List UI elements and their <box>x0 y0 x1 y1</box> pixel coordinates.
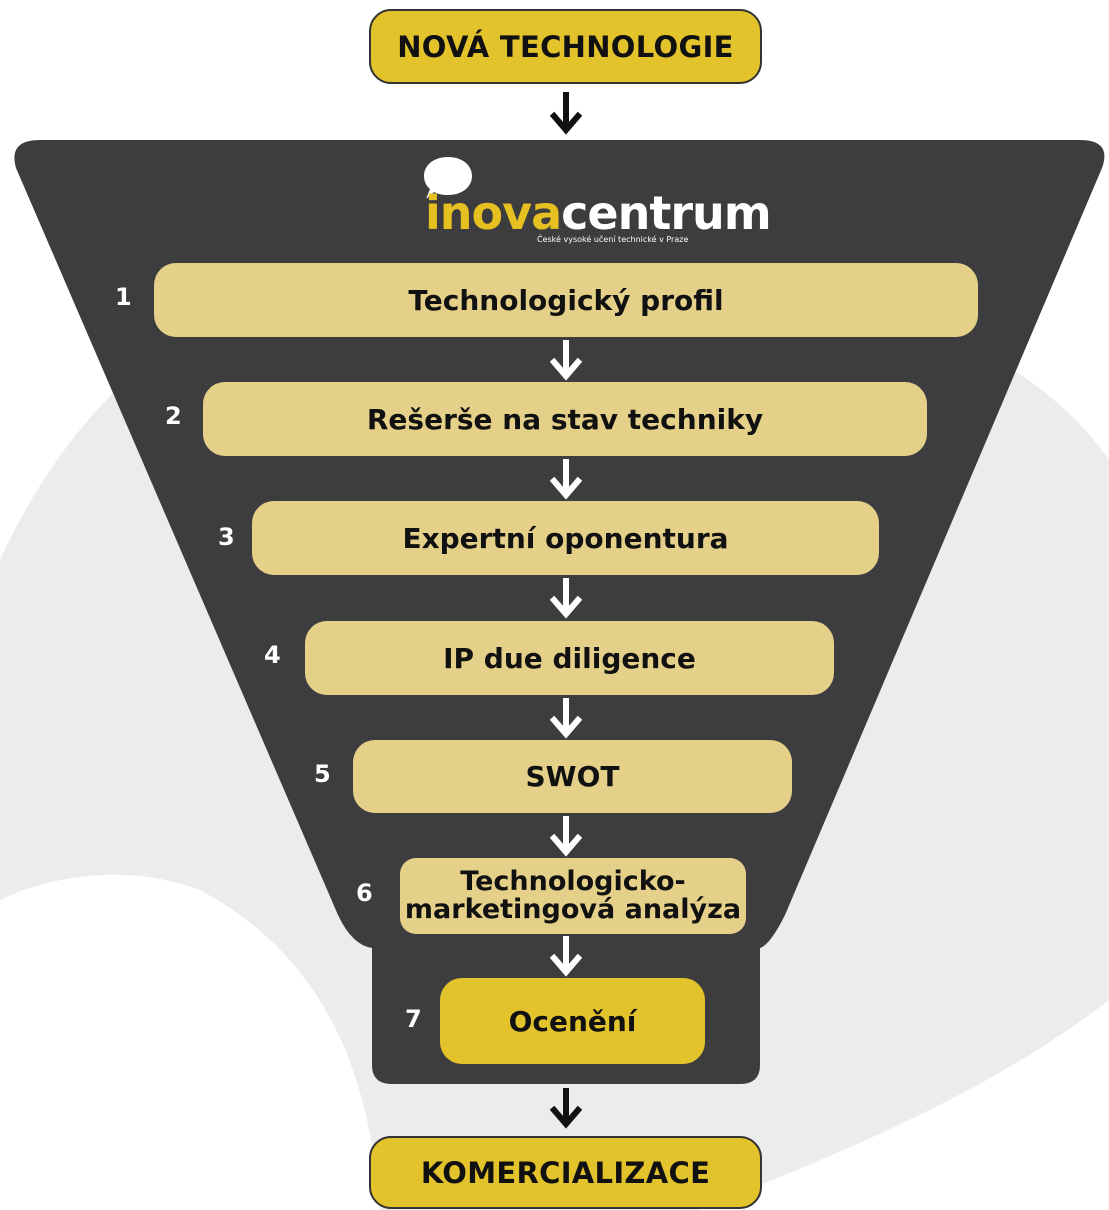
step-number-3: 3 <box>218 523 235 551</box>
logo-wordmark: inovacentrum <box>425 186 772 240</box>
down-arrow-icon <box>550 816 582 857</box>
step-label: SWOT <box>525 760 620 793</box>
start-node-label: NOVÁ TECHNOLOGIE <box>397 29 734 64</box>
step-label: IP due diligence <box>443 641 696 675</box>
step-label-line1: Technologicko- <box>460 866 686 897</box>
step-number-4: 4 <box>264 641 281 669</box>
step-expertni-oponentura: Expertní oponentura <box>252 501 879 575</box>
speech-bubble-icon <box>424 157 472 199</box>
step-number-1: 1 <box>115 283 132 311</box>
down-arrow-icon <box>550 459 582 500</box>
step-reserse: Rešerše na stav techniky <box>203 382 927 456</box>
logo-word-part2: centrum <box>561 186 772 240</box>
step-label: Technologický profil <box>408 283 724 317</box>
inovacentrum-logo: inovacentrum České vysoké učení technick… <box>412 150 772 250</box>
step-swot: SWOT <box>353 740 792 813</box>
step-number-6: 6 <box>356 879 373 907</box>
down-arrow-icon <box>550 936 582 977</box>
down-arrow-icon <box>550 698 582 739</box>
down-arrow-icon <box>550 1088 582 1129</box>
down-arrow-icon <box>550 92 582 135</box>
logo-word-part1: inova <box>425 186 562 240</box>
step-label: Ocenění <box>508 1004 637 1038</box>
start-node: NOVÁ TECHNOLOGIE <box>369 9 762 84</box>
step-label: Expertní oponentura <box>402 521 729 555</box>
down-arrow-icon <box>550 578 582 619</box>
down-arrow-icon <box>550 340 582 381</box>
end-node-label: KOMERCIALIZACE <box>420 1155 711 1190</box>
step-ip-due-diligence: IP due diligence <box>305 621 834 695</box>
step-number-5: 5 <box>314 760 331 788</box>
step-technologicky-profil: Technologický profil <box>154 263 978 337</box>
funnel-body <box>14 140 1105 1084</box>
step-number-2: 2 <box>165 402 182 430</box>
step-label-line2: marketingová analýza <box>404 894 742 925</box>
end-node: KOMERCIALIZACE <box>369 1136 762 1209</box>
logo-subtitle: České vysoké učení technické v Praze <box>537 235 689 244</box>
step-number-7: 7 <box>405 1005 422 1033</box>
step-label: Rešerše na stav techniky <box>366 402 764 436</box>
step-technologicko-marketingova-analyza: Technologicko- marketingová analýza <box>400 858 746 934</box>
step-oceneni: Ocenění <box>440 978 705 1064</box>
